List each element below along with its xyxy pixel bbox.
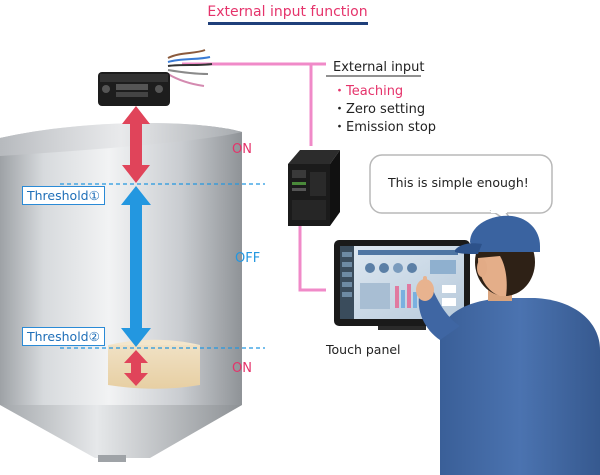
threshold-lower-label: Threshold② — [22, 327, 105, 346]
off-zone-arrow — [121, 186, 151, 347]
external-input-item-zero-setting: ・Zero setting — [333, 102, 426, 117]
cable-controller-panel — [298, 226, 326, 292]
zone-label-off: OFF — [235, 251, 261, 266]
external-input-item-teaching: ・Teaching — [333, 84, 404, 99]
touch-panel-icon — [334, 240, 470, 330]
zone-label-bottom-on: ON — [232, 361, 252, 376]
on-zone-bottom-arrow — [124, 350, 148, 386]
speech-bubble — [369, 154, 553, 227]
title-underline — [208, 22, 368, 25]
controller-icon — [288, 150, 340, 226]
external-input-header: External input — [333, 60, 425, 75]
on-zone-top-arrow — [122, 106, 150, 183]
external-input-item-emission-stop: ・Emission stop — [333, 120, 437, 135]
diagram-title: External input function — [207, 4, 368, 20]
operator-icon — [416, 215, 600, 475]
laser-sensor-icon — [98, 49, 213, 106]
zone-label-top-on: ON — [232, 142, 252, 157]
touch-panel-label: Touch panel — [326, 342, 401, 357]
silo-icon — [0, 122, 242, 462]
threshold-upper-label: Threshold① — [22, 186, 105, 205]
speech-bubble-text: This is simple enough! — [388, 175, 529, 190]
